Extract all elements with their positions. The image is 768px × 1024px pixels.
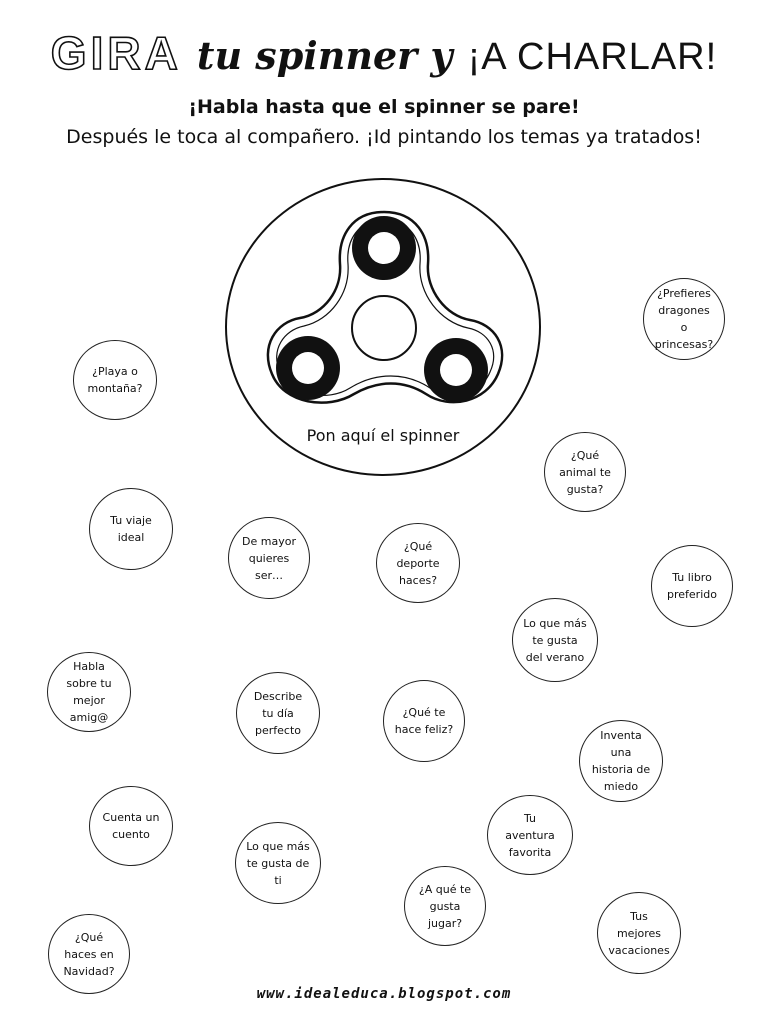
footer-url: www.idealeduca.blogspot.com <box>256 986 512 1002</box>
topic-text: Cuenta un cuento <box>102 811 160 841</box>
topic-circle: Habla sobre tu mejor amig@ <box>47 652 131 732</box>
topic-circle: Lo que más te gusta de ti <box>235 822 321 904</box>
topic-circle: De mayor quieres ser… <box>228 517 310 599</box>
title-spinner: tu spinner y <box>196 33 453 78</box>
topic-text: Lo que más te gusta del verano <box>523 616 587 664</box>
page-title: GIRA tu spinner y ¡A CHARLAR! <box>0 26 768 80</box>
topic-text: ¿Prefieres dragones o princesas? <box>654 287 714 351</box>
topic-text: Lo que más te gusta de ti <box>246 839 310 887</box>
topic-text: ¿A qué te gusta jugar? <box>418 882 472 930</box>
topic-text: ¿Qué animal te gusta? <box>559 448 611 496</box>
topic-circle: Tu libro preferido <box>651 545 733 627</box>
topic-text: ¿Qué te hace feliz? <box>394 706 454 736</box>
title-charlar: ¡A CHARLAR! <box>467 36 718 78</box>
topic-text: Inventa una historia de miedo <box>591 729 651 793</box>
topic-text: ¿Qué deporte haces? <box>396 539 440 587</box>
topic-text: Tu aventura favorita <box>505 811 555 859</box>
topic-text: ¿Playa o montaña? <box>87 365 143 395</box>
topic-text: Describe tu día perfecto <box>253 689 303 737</box>
topic-circle: ¿Qué haces en Navidad? <box>48 914 130 994</box>
topic-circle: ¿Prefieres dragones o princesas? <box>643 278 725 360</box>
topic-text: Tu viaje ideal <box>110 514 152 544</box>
topic-text: Habla sobre tu mejor amig@ <box>66 660 112 724</box>
topic-text: Tu libro preferido <box>667 571 717 601</box>
spinner-caption: Pon aquí el spinner <box>306 426 460 445</box>
topic-text: De mayor quieres ser… <box>242 534 296 582</box>
topic-circle: Lo que más te gusta del verano <box>512 598 598 682</box>
topic-circle: Describe tu día perfecto <box>236 672 320 754</box>
topic-circle: ¿Qué animal te gusta? <box>544 432 626 512</box>
topic-circle: Inventa una historia de miedo <box>579 720 663 802</box>
spinner-placement-circle <box>225 178 541 476</box>
topic-text: ¿Qué haces en Navidad? <box>63 930 115 978</box>
topic-circle: ¿A qué te gusta jugar? <box>404 866 486 946</box>
topic-circle: ¿Qué te hace feliz? <box>383 680 465 762</box>
subtitle: ¡Habla hasta que el spinner se pare! <box>188 96 580 118</box>
topic-circle: ¿Qué deporte haces? <box>376 523 460 603</box>
title-gira: GIRA <box>50 26 182 80</box>
topic-circle: Tus mejores vacaciones <box>597 892 681 974</box>
topic-text: Tus mejores vacaciones <box>608 909 670 957</box>
fidget-spinner-icon <box>266 210 504 404</box>
topic-circle: Cuenta un cuento <box>89 786 173 866</box>
topic-circle: Tu aventura favorita <box>487 795 573 875</box>
topic-circle: ¿Playa o montaña? <box>73 340 157 420</box>
topic-circle: Tu viaje ideal <box>89 488 173 570</box>
instructions: Después le toca al compañero. ¡Id pintan… <box>66 126 702 148</box>
